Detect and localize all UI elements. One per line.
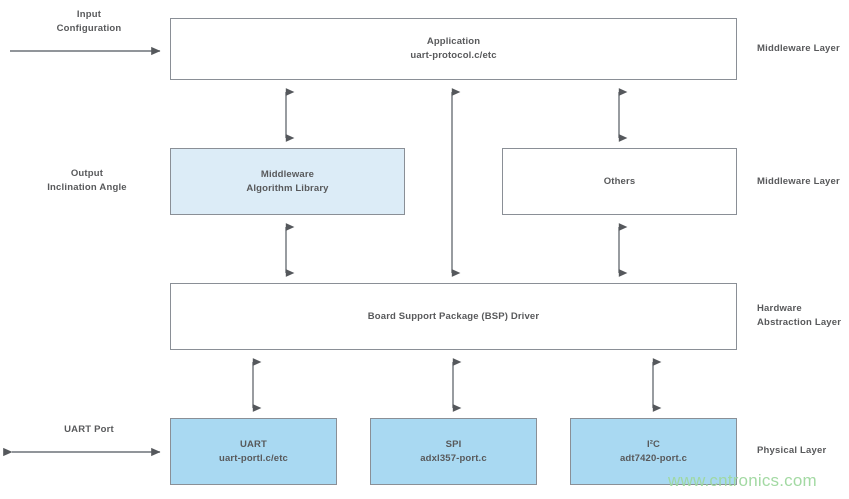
box-middleware-algorithm-library-line2: Algorithm Library [246, 182, 329, 194]
label-input-configuration: Input Configuration [56, 9, 122, 35]
box-others-line1: Others [603, 175, 636, 187]
box-spi-line1: SPI [445, 438, 462, 450]
watermark: www.cntronics.com [668, 471, 817, 490]
box-bsp-driver-line1: Board Support Package (BSP) Driver [367, 310, 540, 322]
label-output-inclination-angle: Output Inclination Angle [47, 168, 127, 194]
box-application[interactable]: Application uart-protocol.c/etc [170, 18, 737, 80]
box-bsp-driver[interactable]: Board Support Package (BSP) Driver [170, 283, 737, 350]
box-others[interactable]: Others [502, 148, 737, 215]
label-layer-middleware-top: Middleware Layer [757, 43, 840, 54]
box-uart-line2: uart-portl.c/etc [219, 452, 288, 464]
label-uart-port: UART Port [64, 424, 114, 435]
box-i2c-line1: I²C [646, 438, 661, 450]
box-i2c-line2: adt7420-port.c [619, 452, 688, 464]
label-layer-physical: Physical Layer [757, 445, 827, 456]
box-i2c[interactable]: I²C adt7420-port.c [570, 418, 737, 485]
box-spi[interactable]: SPI adxl357-port.c [370, 418, 537, 485]
label-layer-middleware-bottom: Middleware Layer [757, 176, 840, 187]
box-application-line2: uart-protocol.c/etc [410, 50, 497, 61]
box-uart[interactable]: UART uart-portl.c/etc [170, 418, 337, 485]
box-uart-line1: UART [240, 438, 267, 450]
box-spi-line2: adxl357-port.c [420, 452, 487, 464]
box-application-line1: Application [426, 36, 481, 48]
label-layer-hardware-abstraction: Hardware Abstraction Layer [757, 303, 842, 329]
box-middleware-algorithm-library-line1: Middleware [260, 168, 315, 180]
box-middleware-algorithm-library[interactable]: Middleware Algorithm Library [170, 148, 405, 215]
